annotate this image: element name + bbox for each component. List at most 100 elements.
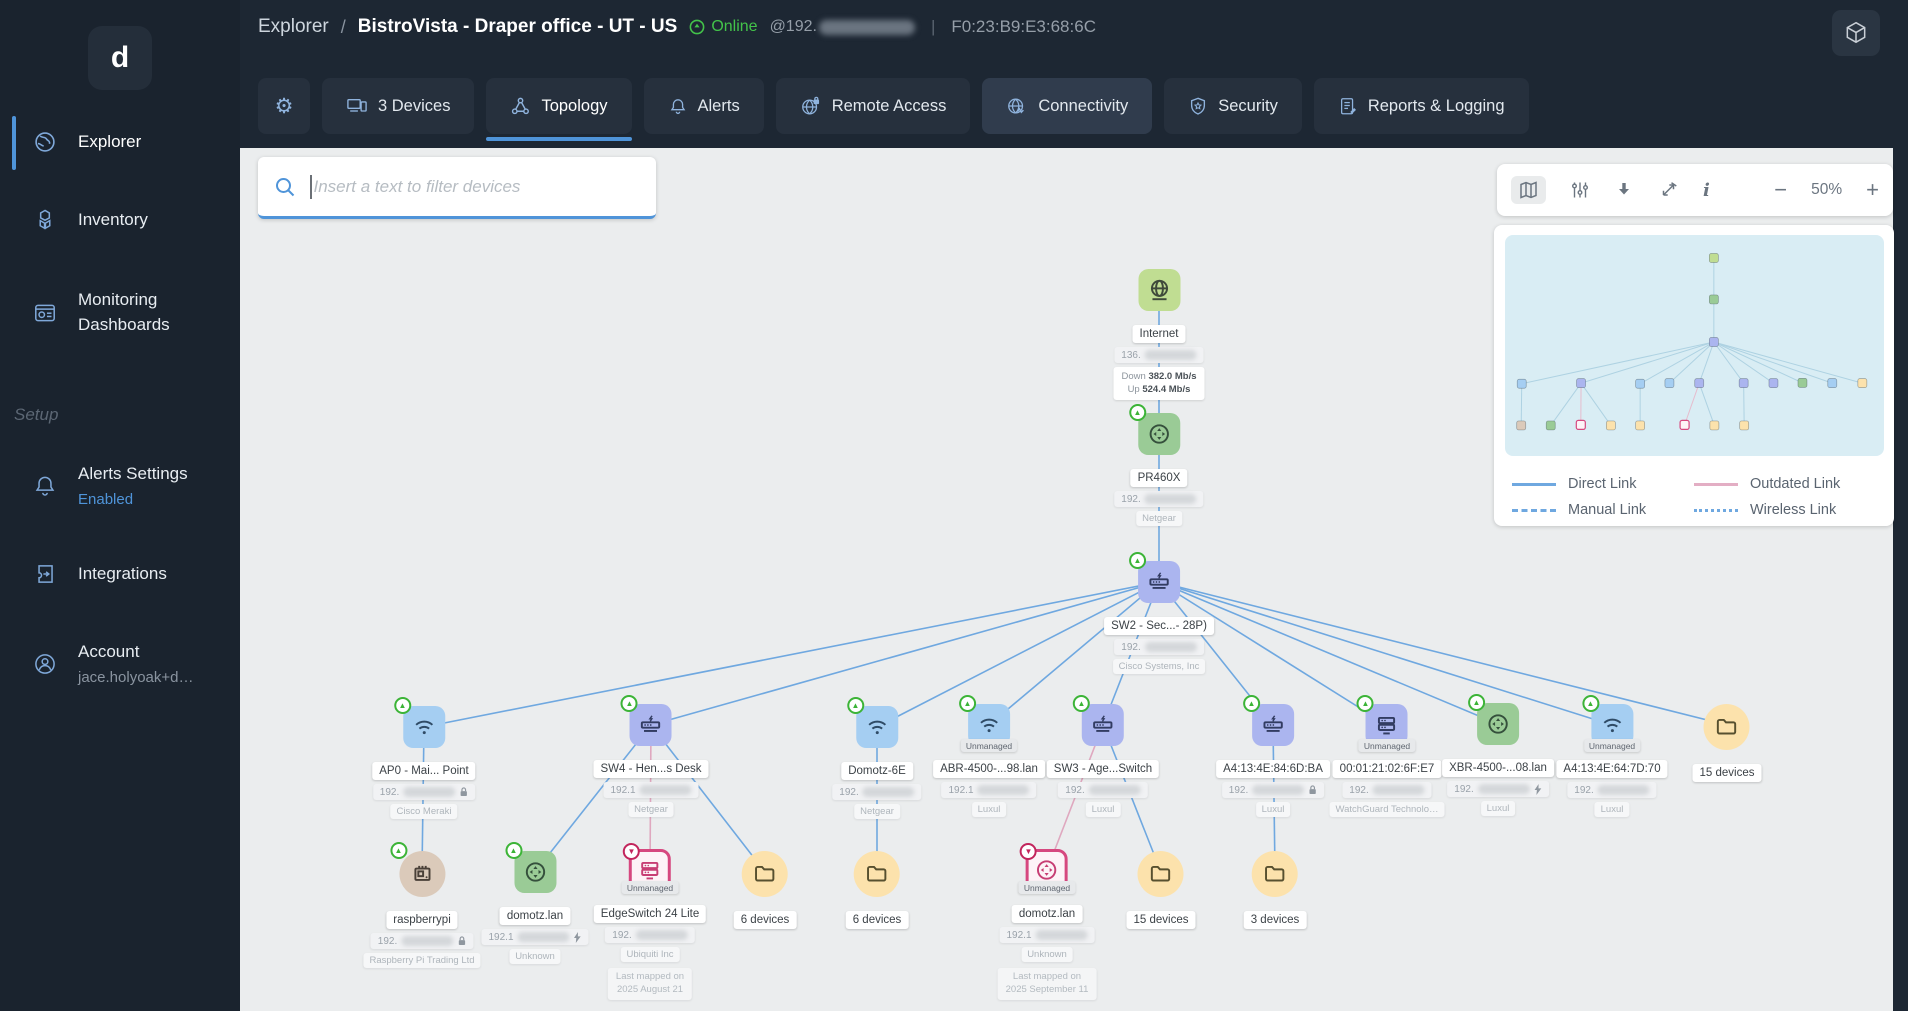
tab-connectivity[interactable]: Connectivity bbox=[982, 78, 1153, 134]
status-up-badge: ▲ bbox=[1128, 552, 1146, 569]
link-sw2-xbr bbox=[1158, 581, 1499, 725]
sliders-icon bbox=[1572, 182, 1588, 198]
text-cursor bbox=[310, 174, 312, 199]
sidebar-item-explorer[interactable]: Explorer bbox=[0, 116, 240, 170]
sidebar-item-integrations[interactable]: Integrations bbox=[0, 562, 240, 587]
export-download-button[interactable] bbox=[1614, 180, 1634, 200]
unmanaged-tag: Unmanaged bbox=[1583, 739, 1641, 752]
minimap-viewport[interactable] bbox=[1505, 235, 1884, 456]
filter-sliders-button[interactable] bbox=[1570, 180, 1590, 200]
puzzle-icon bbox=[32, 561, 58, 587]
tab-alerts[interactable]: Alerts bbox=[643, 78, 764, 134]
link-a4bd-folder3 bbox=[1272, 724, 1276, 873]
link-sw2-sw4 bbox=[650, 581, 1160, 726]
device-icon-router: ▲ bbox=[505, 842, 556, 893]
account-person-icon bbox=[32, 651, 58, 677]
tab-settings[interactable]: ⚙ bbox=[258, 78, 310, 134]
device-icon-globe bbox=[1138, 269, 1180, 311]
device-name: Internet bbox=[1132, 325, 1186, 343]
minimap-panel: Direct Link Outdated Link Manual Link Wi… bbox=[1494, 225, 1894, 526]
minimap-node-abr bbox=[1664, 378, 1675, 388]
topology-node-folder3[interactable]: 3 devices bbox=[1243, 851, 1307, 929]
tab-devices[interactable]: 3 Devices bbox=[322, 78, 475, 134]
fit-expand-button[interactable] bbox=[1658, 180, 1679, 200]
redacted-ip bbox=[635, 930, 688, 940]
tab-security[interactable]: Security bbox=[1164, 78, 1302, 134]
package-box-button[interactable] bbox=[1832, 10, 1880, 56]
redacted-ip bbox=[401, 936, 454, 946]
breadcrumb-explorer[interactable]: Explorer bbox=[258, 16, 329, 37]
breadcrumb: Explorer / BistroVista - Draper office -… bbox=[258, 16, 1096, 38]
legend-manual-link: Manual Link bbox=[1512, 502, 1694, 518]
map-view-button[interactable] bbox=[1511, 176, 1546, 204]
status-up-badge: ▲ bbox=[847, 697, 864, 714]
map-toolbar: i − 50% + bbox=[1497, 164, 1893, 216]
topology-node-folder15a[interactable]: 15 devices bbox=[1692, 704, 1762, 782]
zoom-in-button[interactable]: + bbox=[1866, 177, 1879, 202]
tab-topology[interactable]: Topology bbox=[486, 78, 632, 141]
device-maker: Ubiquiti Inc bbox=[620, 947, 680, 962]
redacted-ip bbox=[1144, 642, 1197, 652]
tab-reports-logging[interactable]: Reports & Logging bbox=[1313, 78, 1529, 134]
sidebar-item-account[interactable]: Account jace.holyoak+d… bbox=[0, 640, 240, 688]
device-icon-switch: ▲ bbox=[1073, 695, 1124, 746]
topology-node-folder15b[interactable]: 15 devices bbox=[1126, 851, 1196, 929]
device-maker: Unknown bbox=[1021, 947, 1073, 962]
device-ip: 192. bbox=[372, 784, 476, 800]
sidebar-item-monitoring-dashboards[interactable]: Monitoring Dashboards bbox=[0, 288, 240, 337]
info-button[interactable]: i bbox=[1703, 179, 1710, 201]
page-title: BistroVista - Draper office - UT - US bbox=[357, 16, 678, 37]
topology-node-folder6b[interactable]: 6 devices bbox=[845, 851, 909, 929]
topology-node-folder6a[interactable]: 6 devices bbox=[733, 851, 797, 929]
unmanaged-tag: Unmanaged bbox=[1018, 881, 1076, 894]
tab-remote-access[interactable]: Remote Access bbox=[775, 78, 971, 134]
minimap-node-folder15a bbox=[1857, 378, 1868, 388]
device-maker: Unknown bbox=[509, 949, 561, 964]
topology-node-sw2[interactable]: ▲SW2 - Sec...- 28P)192.Cisco Systems, In… bbox=[1104, 552, 1214, 674]
device-ip: 192. bbox=[1114, 491, 1204, 507]
minimap-node-domotz6e bbox=[1635, 378, 1645, 389]
sidebar-item-inventory[interactable]: Inventory bbox=[0, 208, 240, 233]
device-ip: 192. bbox=[370, 933, 474, 949]
status-down-badge: ▼ bbox=[622, 843, 640, 860]
redacted-ip bbox=[1144, 494, 1197, 504]
minimap-node-pr460x bbox=[1709, 294, 1719, 305]
device-name: raspberrypi bbox=[386, 911, 458, 929]
device-ip: 136. bbox=[1114, 347, 1204, 363]
minimap-node-internet bbox=[1709, 253, 1719, 263]
search-input[interactable] bbox=[313, 176, 640, 197]
link-sw2-abr bbox=[988, 581, 1160, 726]
domotz-logo[interactable]: d bbox=[88, 26, 152, 90]
minimap-node-domotzpink bbox=[1679, 419, 1690, 430]
header: Explorer / BistroVista - Draper office -… bbox=[240, 0, 1908, 148]
device-ip: 192. bbox=[1221, 782, 1325, 798]
link-legend: Direct Link Outdated Link Manual Link Wi… bbox=[1494, 476, 1894, 518]
zoom-out-button[interactable]: − bbox=[1774, 177, 1788, 202]
sidebar-item-alerts-settings[interactable]: Alerts Settings Enabled bbox=[0, 462, 240, 510]
device-maker: Luxul bbox=[1594, 802, 1630, 817]
legend-direct-link: Direct Link bbox=[1512, 476, 1694, 492]
device-maker: Netgear bbox=[628, 802, 674, 817]
device-ip: 192.1 bbox=[603, 782, 699, 798]
device-maker: Netgear bbox=[854, 804, 900, 819]
devices-icon bbox=[347, 98, 367, 112]
status-up-badge: ▲ bbox=[390, 842, 407, 859]
minimap-node-sw2 bbox=[1709, 337, 1719, 347]
